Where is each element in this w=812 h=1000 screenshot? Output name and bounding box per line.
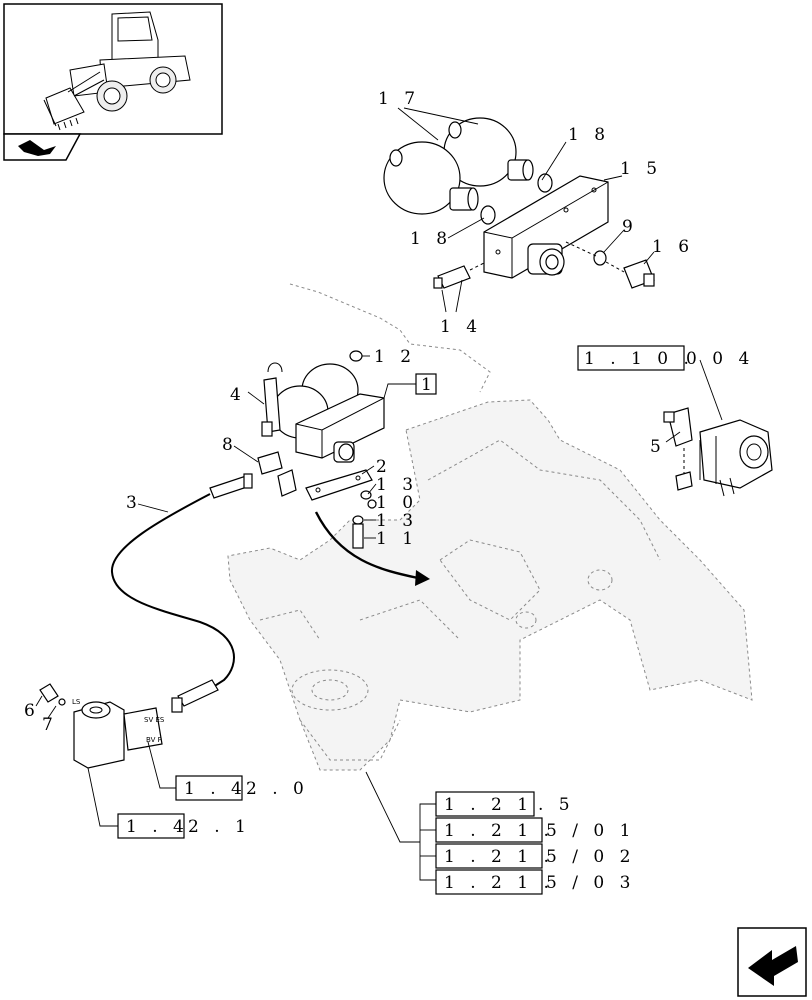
- hydraulic-hose: [110, 473, 253, 713]
- callout-7: 7: [42, 715, 58, 735]
- ref-1-21-5-boxed: 1 . 2 1: [444, 795, 533, 815]
- callout-16: 1 6: [652, 237, 694, 257]
- callout-1: 1: [421, 375, 437, 395]
- reference-1-42-0: 1 . 4 2 . 0: [175, 775, 309, 801]
- ref-1-21-502-rest: 5 / 0 2: [546, 847, 635, 867]
- ref-1-42-1-rest: 2 . 1: [188, 817, 251, 837]
- callout-18a: 1 8: [568, 125, 610, 145]
- callout-12: 1 2: [374, 347, 416, 367]
- callout-6: 6: [24, 701, 40, 721]
- callout-15: 1 5: [620, 159, 662, 179]
- ref-1-21-501-rest: 5 / 0 1: [546, 821, 635, 841]
- leader-lines: [35, 107, 723, 881]
- callout-13a: 1 3: [376, 475, 418, 495]
- steering-valve-detail: SV ES BV P LS: [39, 683, 165, 769]
- mounted-valve-assembly: [257, 350, 430, 586]
- back-arrow-icon: [748, 946, 798, 986]
- pump-detail: [663, 407, 773, 497]
- reference-1-21-5-03: 1 . 2 1 . 5 / 0 3: [435, 869, 635, 895]
- ref-1-21-501-boxed: 1 . 2 1 .: [444, 821, 554, 841]
- chassis-outline: [227, 283, 753, 771]
- ref-1-21-502-boxed: 1 . 2 1 .: [444, 847, 554, 867]
- callout-5: 5: [650, 437, 666, 457]
- callout-14: 1 4: [440, 317, 482, 337]
- valve-mark-svbs: SV ES: [144, 716, 165, 724]
- ref-1-21-5-rest: . 5: [538, 795, 575, 815]
- ref-1-42-0-boxed: 1 . 4: [184, 779, 247, 799]
- valve-mark-bvp: BV P: [146, 736, 162, 744]
- ref-1-21-503-boxed: 1 . 2 1 .: [444, 873, 554, 893]
- reference-1-42-1: 1 . 4 2 . 1: [117, 813, 251, 839]
- callout-17: 1 7: [378, 89, 420, 109]
- callout-3: 3: [126, 493, 142, 513]
- valve-mark-ls: LS: [72, 698, 81, 706]
- next-page-arrow[interactable]: [737, 927, 807, 997]
- section-arrow-icon: [18, 140, 56, 156]
- accumulator-assembly-detail: [383, 117, 655, 289]
- callouts: 1 7 1 8 1 8 1 5 9 1 6 1 4 1 2 1 4 8 2 1 …: [24, 89, 694, 735]
- reference-1-21-5: 1 . 2 1 . 5: [435, 791, 575, 817]
- callout-8: 8: [222, 435, 238, 455]
- reference-1-21-5-02: 1 . 2 1 . 5 / 0 2: [435, 843, 635, 869]
- ref-1-10-rest: 0 0 4: [686, 349, 754, 369]
- reference-1-21-5-01: 1 . 2 1 . 5 / 0 1: [435, 817, 635, 843]
- reference-1-10: 1 . 1 0 . 0 0 4: [577, 345, 754, 371]
- ref-1-21-503-rest: 5 / 0 3: [546, 873, 635, 893]
- callout-1-box: [415, 373, 437, 395]
- callout-9: 9: [622, 217, 638, 237]
- ref-1-42-0-rest: 2 . 0: [246, 779, 309, 799]
- callout-2: 2: [376, 457, 392, 477]
- ref-1-10-boxed: 1 . 1 0 .: [584, 349, 694, 369]
- callout-10: 1 0: [376, 493, 418, 513]
- callout-13b: 1 3: [376, 511, 418, 531]
- callout-11: 1 1: [376, 529, 418, 549]
- callout-4: 4: [230, 385, 246, 405]
- callout-18b: 1 8: [410, 229, 452, 249]
- ref-1-42-1-boxed: 1 . 4: [126, 817, 189, 837]
- machine-thumbnail: [3, 3, 223, 161]
